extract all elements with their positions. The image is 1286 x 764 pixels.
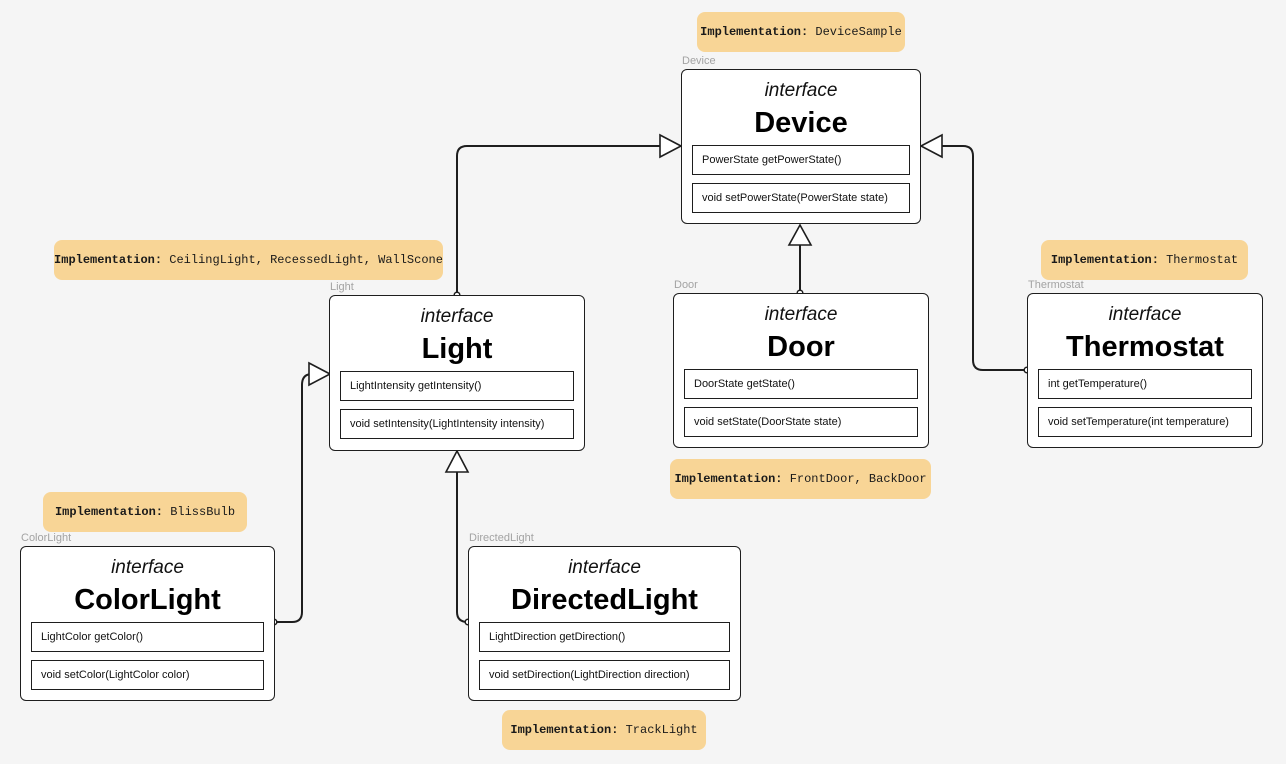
- interface-name: Light: [421, 333, 493, 365]
- interface-name: ColorLight: [74, 584, 221, 616]
- frame-label-door: Door: [674, 279, 698, 291]
- interface-name: Device: [754, 107, 848, 139]
- method-row: void setColor(LightColor color): [31, 660, 264, 690]
- edge-thermostat-device: [942, 145, 1027, 371]
- method-row: void setState(DoorState state): [684, 407, 918, 437]
- stereotype-label: interface: [568, 557, 641, 578]
- method-row: LightIntensity getIntensity(): [340, 371, 574, 401]
- arrowhead-thermostat-device: [919, 133, 943, 159]
- method-row: void setDirection(LightDirection directi…: [479, 660, 730, 690]
- method-row: LightColor getColor(): [31, 622, 264, 652]
- method-row: int getTemperature(): [1038, 369, 1252, 399]
- frame-label-light: Light: [330, 281, 354, 293]
- arrowhead-colorlight-light: [308, 361, 332, 387]
- method-row: void setTemperature(int temperature): [1038, 407, 1252, 437]
- interface-device: interface Device PowerState getPowerStat…: [681, 69, 921, 224]
- implementation-note-colorlight: Implementation: BlissBulb: [43, 492, 247, 532]
- interface-directedlight: interface DirectedLight LightDirection g…: [468, 546, 741, 701]
- arrowhead-directedlight-light: [444, 449, 470, 473]
- interface-thermostat: interface Thermostat int getTemperature(…: [1027, 293, 1263, 448]
- interface-light: interface Light LightIntensity getIntens…: [329, 295, 585, 451]
- method-row: DoorState getState(): [684, 369, 918, 399]
- implementation-note-device: Implementation: DeviceSample: [697, 12, 905, 52]
- frame-label-directedlight: DirectedLight: [469, 532, 534, 544]
- arrowhead-door-device: [787, 223, 813, 246]
- interface-colorlight: interface ColorLight LightColor getColor…: [20, 546, 275, 701]
- method-row: LightDirection getDirection(): [479, 622, 730, 652]
- interface-name: DirectedLight: [511, 584, 698, 616]
- frame-label-colorlight: ColorLight: [21, 532, 72, 544]
- edge-colorlight-light: [274, 373, 313, 623]
- stereotype-label: interface: [420, 306, 494, 327]
- interface-door: interface Door DoorState getState() void…: [673, 293, 929, 448]
- method-row: void setIntensity(LightIntensity intensi…: [340, 409, 574, 439]
- stereotype-label: interface: [764, 304, 838, 325]
- implementation-note-thermostat: Implementation: Thermostat: [1041, 240, 1248, 280]
- interface-name: Door: [767, 331, 835, 363]
- implementation-note-door: Implementation: FrontDoor, BackDoor: [670, 459, 931, 499]
- stereotype-label: interface: [111, 557, 184, 578]
- implementation-note-light: Implementation: CeilingLight, RecessedLi…: [54, 240, 443, 280]
- arrowhead-light-device: [659, 133, 683, 159]
- edge-light-device: [456, 145, 660, 295]
- edge-directedlight-light: [456, 472, 469, 623]
- frame-label-device: Device: [682, 55, 716, 67]
- method-row: void setPowerState(PowerState state): [692, 183, 910, 213]
- frame-label-thermostat: Thermostat: [1028, 279, 1084, 291]
- interface-name: Thermostat: [1066, 331, 1224, 363]
- method-row: PowerState getPowerState(): [692, 145, 910, 175]
- stereotype-label: interface: [764, 80, 838, 101]
- implementation-note-directedlight: Implementation: TrackLight: [502, 710, 706, 750]
- stereotype-label: interface: [1108, 304, 1182, 325]
